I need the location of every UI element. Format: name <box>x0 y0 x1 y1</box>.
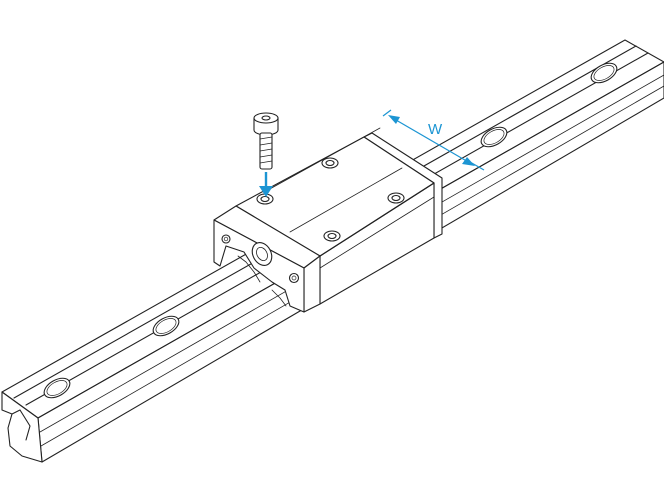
width-dimension-label: W <box>428 121 443 138</box>
width-dimension-arrow <box>382 109 485 171</box>
rail-end-profile <box>1 391 43 463</box>
socket-head-bolt <box>253 112 279 170</box>
block-mounting-holes <box>256 157 405 242</box>
front-end-face <box>213 219 305 313</box>
insertion-arrow <box>259 172 273 197</box>
rail-mounting-holes <box>43 62 618 399</box>
carriage-block <box>213 127 443 313</box>
